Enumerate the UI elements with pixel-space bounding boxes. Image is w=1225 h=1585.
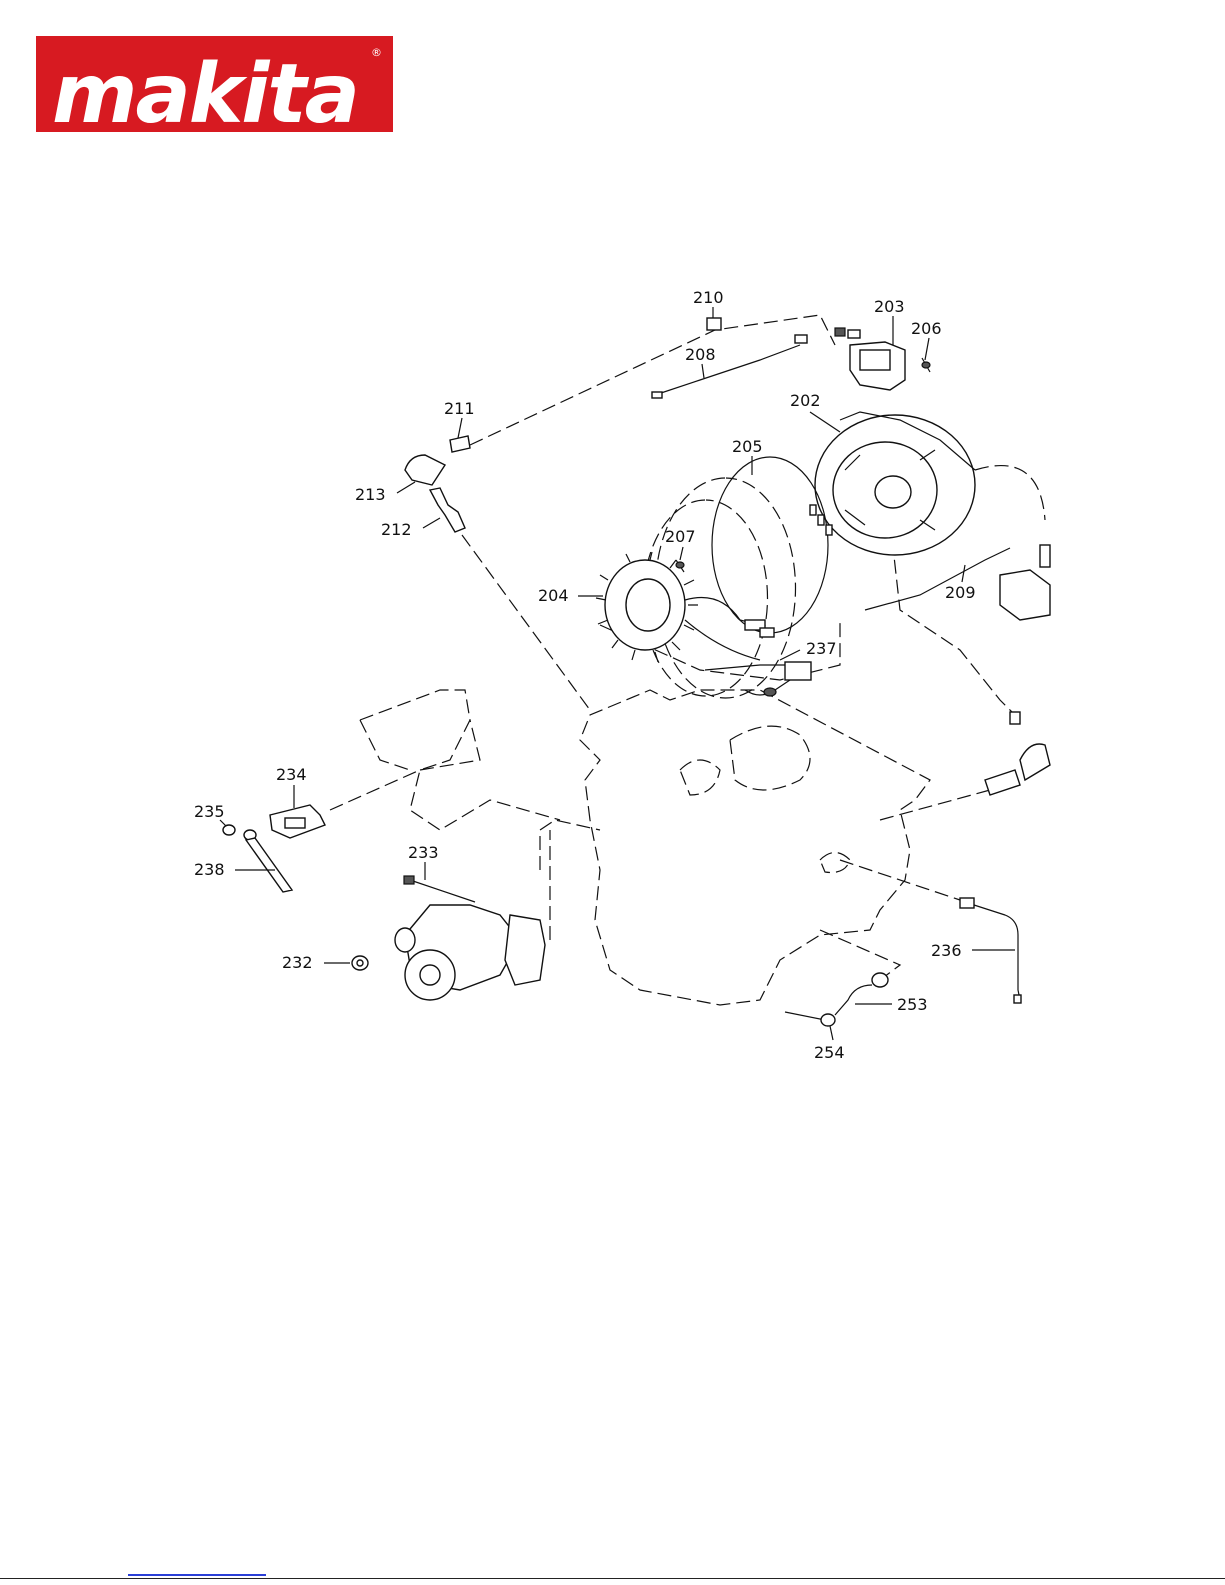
stator-part [596,552,774,662]
bolt-206-part [922,358,930,372]
callout-234: 234 [276,765,307,784]
sensor-253-part [835,973,888,1015]
clip-211-part [450,436,470,452]
spark-plug-212-part [430,488,465,532]
callout-254: 254 [814,1043,845,1062]
callout-202: 202 [790,391,821,410]
clamp-210-part [707,318,721,330]
flywheel-part [815,412,975,555]
assembly-dashed-lines [330,315,1045,980]
wire-254-part [785,1012,835,1026]
screw-207-part [676,560,684,572]
callout-204: 204 [538,586,569,605]
callout-203: 203 [874,297,905,316]
starter-motor-part [395,905,545,1000]
ignition-coil-203-part [835,328,905,390]
callout-206: 206 [911,319,942,338]
harness-237-part [705,662,811,696]
callout-237: 237 [806,639,837,658]
gasket-ring-part [712,457,832,633]
bolt-233-part [404,876,475,902]
callout-213: 213 [355,485,386,504]
lead-wire-208-part [652,335,807,398]
callout-233: 233 [408,843,439,862]
callout-209: 209 [945,583,976,602]
nut-232-part [352,956,368,970]
callout-212: 212 [381,520,412,539]
nut-235-part [223,825,235,835]
callout-210: 210 [693,288,724,307]
callout-207: 207 [665,527,696,546]
callout-208: 208 [685,345,716,364]
callout-232: 232 [282,953,313,972]
callout-253: 253 [897,995,928,1014]
plug-cap-213-part [405,455,445,485]
callout-238: 238 [194,860,225,879]
rod-238-part [244,830,292,892]
spark-plug-right-part [985,712,1050,795]
footer-link-underline[interactable] [128,1574,266,1576]
callout-211: 211 [444,399,475,418]
callout-205: 205 [732,437,763,456]
footer-divider [0,1578,1225,1579]
callout-236: 236 [931,941,962,960]
regulator-234-part [270,805,325,838]
callout-labels: 210 203 206 208 202 211 205 213 212 207 … [194,288,976,1062]
callout-235: 235 [194,802,225,821]
